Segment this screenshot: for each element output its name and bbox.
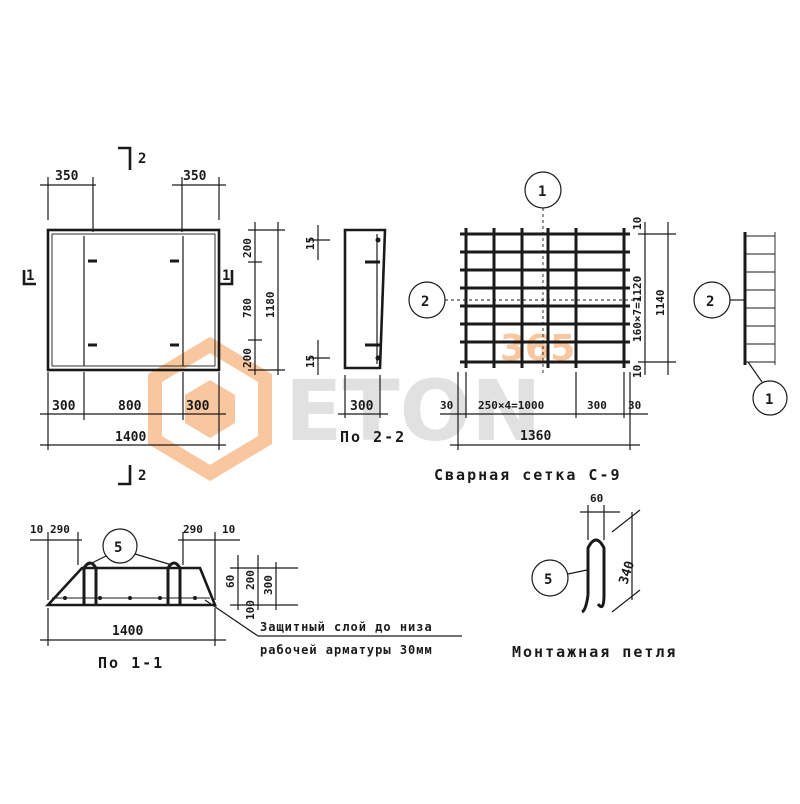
right-dim-200-bottom: 200 bbox=[241, 348, 254, 368]
sec11-marker-5 bbox=[102, 528, 138, 564]
mesh-bottom-dim-30-right: 30 bbox=[628, 399, 641, 412]
mesh-marker-2-left-label: 2 bbox=[421, 294, 429, 310]
sec22-width-dim: 300 bbox=[350, 399, 374, 414]
bottom-dim-800: 800 bbox=[118, 399, 142, 414]
loop-dim-60: 60 bbox=[590, 492, 603, 505]
watermark-text-main: ETON bbox=[285, 362, 541, 460]
mesh-right-dim-1120: 160×7=1120 bbox=[631, 276, 644, 342]
sec22-outline bbox=[343, 228, 387, 370]
mesh-marker-2-right-label: 2 bbox=[706, 294, 714, 310]
section-1-right-label: 1 bbox=[222, 268, 230, 284]
sec11-loop-left bbox=[82, 561, 98, 605]
sec11-width-dim: 1400 bbox=[112, 624, 143, 639]
mesh-bottom-dim-1000: 250×4=1000 bbox=[478, 399, 544, 412]
sec11-note-line2: рабочей арматуры 30мм bbox=[260, 643, 433, 657]
sec11-caption: По 1-1 bbox=[98, 654, 164, 672]
mesh-bottom-dim-1360: 1360 bbox=[520, 429, 551, 444]
mesh-marker-1-side-label: 1 bbox=[765, 392, 773, 408]
sec11-dim-60: 60 bbox=[224, 575, 237, 588]
panel-outline bbox=[46, 228, 221, 372]
sec11-dim-300: 300 bbox=[262, 575, 275, 595]
mesh-marker-1-top-label: 1 bbox=[538, 184, 546, 200]
sec11-note-line1: Защитный слой до низа bbox=[260, 620, 433, 634]
loop-caption: Монтажная петля bbox=[512, 643, 677, 661]
section-2-top-label: 2 bbox=[138, 151, 146, 167]
sec11-dim-10-left: 10 bbox=[30, 523, 43, 536]
sec11-loop-right bbox=[166, 561, 182, 605]
section-2-bottom-mark bbox=[118, 465, 132, 486]
welded-mesh: 1 2 10 160×7=1120 10 1140 bbox=[408, 171, 788, 484]
loop-marker-5-label: 5 bbox=[544, 572, 552, 588]
mesh-bottom-dim-300: 300 bbox=[587, 399, 607, 412]
mesh-bottom-dim-30-left: 30 bbox=[440, 399, 453, 412]
section-1-left-mark bbox=[22, 270, 36, 286]
right-dim-780: 780 bbox=[241, 298, 254, 318]
section-2-bottom-label: 2 bbox=[138, 468, 146, 484]
section-1-1: 10 290 290 10 5 60 200 300 100 Защитный bbox=[30, 523, 462, 672]
section-2-top-mark bbox=[118, 146, 132, 170]
sec11-dim-290-right: 290 bbox=[183, 523, 203, 536]
mesh-grid bbox=[460, 228, 630, 368]
right-dim-1180: 1180 bbox=[264, 292, 277, 319]
sec11-marker-5-label: 5 bbox=[114, 540, 122, 556]
sec22-dim-bottom: 15 bbox=[304, 355, 317, 368]
bottom-dim-300-left: 300 bbox=[52, 399, 76, 414]
mesh-marker-1-side bbox=[752, 380, 788, 416]
sec11-dim-10-right: 10 bbox=[222, 523, 235, 536]
sec22-dim-top: 15 bbox=[304, 237, 317, 250]
sec22-caption: По 2-2 bbox=[340, 428, 406, 446]
bottom-dim-300-right: 300 bbox=[186, 399, 210, 414]
loop-dim-340: 340 bbox=[617, 559, 639, 586]
section-2-2: 15 15 300 По 2-2 bbox=[304, 225, 406, 446]
erection-loop: 60 340 5 Монтажная петля bbox=[512, 492, 677, 661]
loop-shape bbox=[581, 538, 606, 614]
right-dim-200-top: 200 bbox=[241, 238, 254, 258]
mesh-right-dim-10-bottom: 10 bbox=[631, 365, 644, 378]
mesh-right-dim-10-top: 10 bbox=[631, 217, 644, 230]
plan-view: 2 350 350 1 1 200 780 200 1180 bbox=[22, 146, 285, 486]
mesh-right-dim-1140: 1140 bbox=[654, 290, 667, 317]
top-dim-right: 350 bbox=[183, 169, 207, 184]
sec11-dim-200: 200 bbox=[244, 570, 257, 590]
sec11-dim-290-left: 290 bbox=[50, 523, 70, 536]
mesh-side-view bbox=[743, 232, 776, 365]
sec11-outline bbox=[45, 566, 217, 607]
mesh-caption: Сварная сетка С-9 bbox=[434, 466, 622, 484]
sec11-dim-100: 100 bbox=[244, 600, 257, 620]
section-1-left-label: 1 bbox=[26, 268, 34, 284]
bottom-dim-1400: 1400 bbox=[115, 430, 146, 445]
top-dim-left: 350 bbox=[55, 169, 79, 184]
loop-marker-5 bbox=[531, 559, 569, 597]
watermark-logo-icon bbox=[148, 336, 272, 482]
